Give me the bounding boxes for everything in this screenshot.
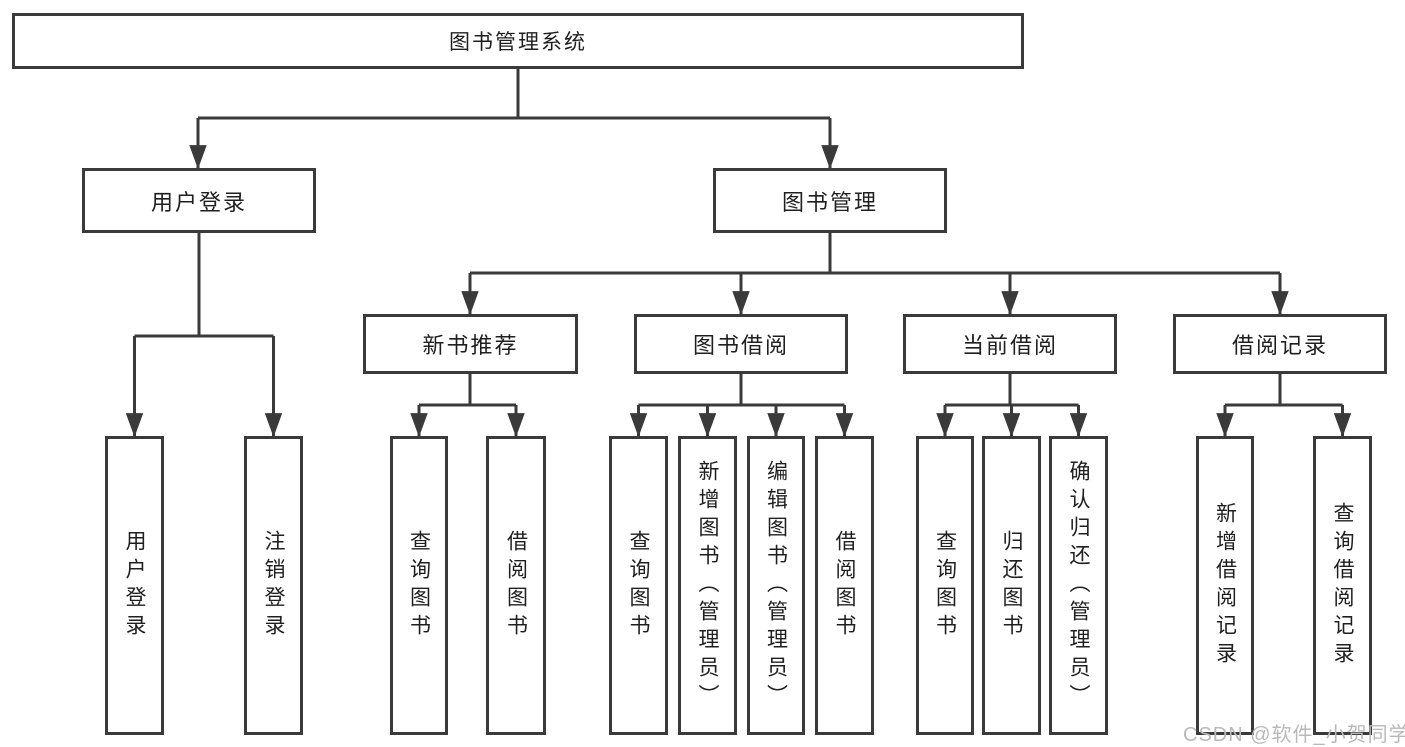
leaf-logout: 注销登录: [244, 436, 303, 735]
leaf-br-query-borrow-record: 查询借阅记录: [1313, 436, 1372, 735]
node-user-login: 用户登录: [82, 168, 316, 233]
node-current-borrowing: 当前借阅: [903, 314, 1117, 374]
csdn-watermark: CSDN @软件_小贺同学: [1183, 724, 1405, 746]
node-book-management: 图书管理: [713, 168, 947, 233]
leaf-cb-query-books: 查询图书: [916, 436, 974, 735]
leaf-nb-borrow-books: 借阅图书: [486, 436, 546, 735]
node-library-system: 图书管理系统: [12, 13, 1024, 69]
leaf-nb-query-books: 查询图书: [390, 436, 448, 735]
leaf-br-add-borrow-record: 新增借阅记录: [1196, 436, 1254, 735]
leaf-cb-return-books: 归还图书: [982, 436, 1041, 735]
node-new-book-recommend: 新书推荐: [363, 314, 578, 374]
node-borrow-records: 借阅记录: [1173, 314, 1387, 374]
leaf-bb-query-books: 查询图书: [609, 436, 668, 735]
leaf-cb-confirm-return-admin: 确认归还（管理员）: [1049, 436, 1108, 735]
leaf-bb-add-books-admin: 新增图书（管理员）: [678, 436, 737, 735]
node-book-borrowing: 图书借阅: [634, 314, 848, 374]
leaf-bb-edit-books-admin: 编辑图书（管理员）: [747, 436, 805, 735]
leaf-bb-borrow-books: 借阅图书: [815, 436, 874, 735]
leaf-user-login: 用户登录: [105, 436, 164, 735]
